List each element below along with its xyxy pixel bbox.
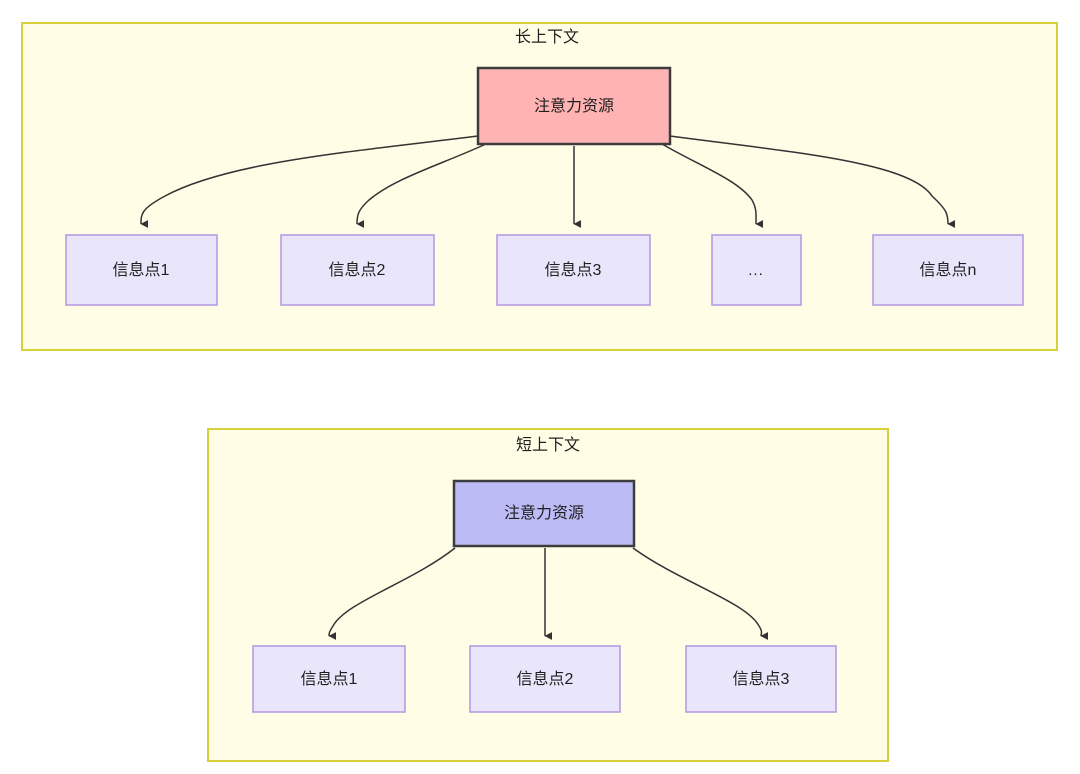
node-rect[interactable] (685, 645, 837, 713)
node-rect[interactable] (872, 234, 1024, 306)
edge-attention-to-info1 (140, 135, 479, 228)
node-label: 信息点3 (733, 670, 790, 688)
node-info-point-2-short[interactable]: 信息点2 (469, 645, 621, 713)
node-label: 信息点n (920, 261, 977, 279)
node-rect[interactable] (280, 234, 435, 306)
node-rect[interactable] (252, 645, 406, 713)
node-label: 信息点1 (301, 670, 358, 688)
node-info-point-n-long[interactable]: 信息点n (872, 234, 1024, 306)
node-attention-resource-long[interactable]: 注意力资源 (476, 66, 672, 146)
node-label: 信息点2 (517, 670, 574, 688)
group-long-context: 长上下文 注意力资源 信息点1 信息点2 (21, 22, 1058, 351)
node-label: 注意力资源 (504, 503, 584, 522)
group-title-short-context: 短上下文 (516, 436, 580, 454)
node-info-point-3-short[interactable]: 信息点3 (685, 645, 837, 713)
node-label: 信息点1 (113, 261, 170, 279)
node-attention-resource-short[interactable]: 注意力资源 (452, 479, 636, 548)
edge-attention-to-infon (669, 135, 956, 228)
node-rect[interactable] (476, 66, 672, 146)
edge-attention-to-info3 (632, 547, 769, 640)
node-rect[interactable] (469, 645, 621, 713)
edge-attention-to-info2 (356, 143, 487, 228)
node-info-point-1-long[interactable]: 信息点1 (65, 234, 218, 306)
edges-long-context (140, 135, 956, 228)
node-rect[interactable] (452, 479, 636, 548)
node-label: ... (748, 262, 764, 279)
node-rect[interactable] (496, 234, 651, 306)
node-label: 注意力资源 (534, 96, 614, 115)
node-info-point-1-short[interactable]: 信息点1 (252, 645, 406, 713)
group-title-long-context: 长上下文 (515, 28, 579, 46)
node-label: 信息点2 (329, 261, 386, 279)
edges-short-context (328, 547, 769, 640)
node-info-point-2-long[interactable]: 信息点2 (280, 234, 435, 306)
node-info-point-ellipsis-long[interactable]: ... (711, 234, 802, 306)
node-rect[interactable] (65, 234, 218, 306)
node-rect[interactable] (711, 234, 802, 306)
edge-attention-to-info1 (328, 547, 456, 640)
group-short-context: 短上下文 注意力资源 信息点1 信息点2 (207, 428, 889, 762)
edge-attention-to-ellipsis (661, 143, 764, 228)
node-info-point-3-long[interactable]: 信息点3 (496, 234, 651, 306)
node-label: 信息点3 (545, 261, 602, 279)
